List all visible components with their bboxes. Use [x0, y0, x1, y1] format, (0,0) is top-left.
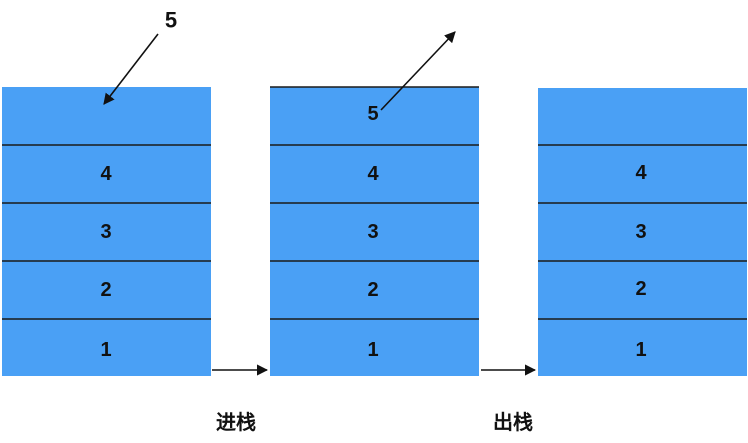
stack-cell	[2, 87, 211, 376]
pop-label: 出栈	[493, 410, 533, 434]
arrow-up-right-icon	[380, 31, 456, 111]
cell-label: 3	[100, 221, 111, 243]
cell-label: 3	[367, 221, 378, 243]
arrow-down-left-icon	[103, 33, 159, 105]
cell-label: 5	[367, 103, 378, 125]
stack-after-pop: 4 3 2 1	[538, 88, 747, 376]
cell-label: 4	[367, 163, 379, 185]
stack-after-push: 5 4 3 2 1	[270, 86, 479, 376]
push-label: 进栈	[216, 410, 256, 434]
cell-label: 1	[635, 339, 646, 361]
cell-label: 2	[100, 279, 111, 301]
cell-label: 3	[635, 221, 646, 243]
push-element-label: 5	[165, 8, 177, 33]
stack-cell	[270, 87, 479, 376]
stack-before-push: 4 3 2 1	[2, 87, 211, 376]
cell-label: 4	[100, 163, 112, 185]
cell-label: 4	[635, 162, 647, 184]
cell-label: 1	[367, 339, 378, 361]
cell-label: 2	[635, 278, 646, 300]
stack-cell	[538, 88, 747, 376]
cell-label: 1	[100, 339, 111, 361]
cell-label: 2	[367, 279, 378, 301]
